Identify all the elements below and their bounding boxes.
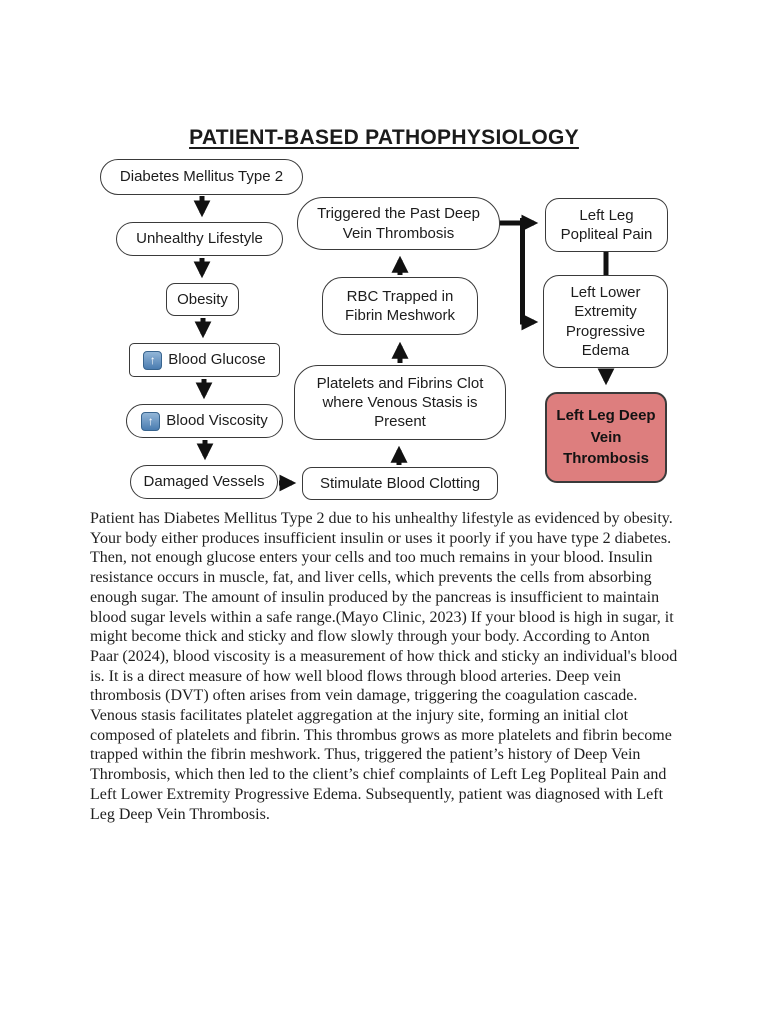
node-label: Left Leg Popliteal Pain [560,206,653,243]
node-label: Obesity [177,290,228,308]
node-triggered-past-dvt: Triggered the Past Deep Vein Thrombosis [297,197,500,250]
node-label: Platelets and Fibrins Clot where Venous … [316,374,484,431]
node-blood-glucose: ↑ Blood Glucose [129,343,280,377]
up-arrow-icon: ↑ [141,411,161,431]
node-label: Diabetes Mellitus Type 2 [119,168,284,186]
node-left-leg-popliteal-pain: Left Leg Popliteal Pain [545,198,668,252]
node-diabetes-mellitus: Diabetes Mellitus Type 2 [100,159,303,195]
page-title: PATIENT-BASED PATHOPHYSIOLOGY [189,126,579,149]
node-label: Damaged Vessels [143,473,265,491]
node-left-lower-extremity-edema: Left Lower Extremity Progressive Edema [543,275,668,368]
node-label: Blood Glucose [168,351,266,369]
node-left-leg-dvt-diagnosis: Left Leg Deep Vein Thrombosis [545,392,667,483]
node-label: Unhealthy Lifestyle [136,230,263,248]
up-arrow-icon: ↑ [143,350,163,370]
node-blood-viscosity: ↑ Blood Viscosity [126,404,283,438]
node-rbc-trapped: RBC Trapped in Fibrin Meshwork [322,277,478,335]
node-label: RBC Trapped in Fibrin Meshwork [344,287,456,324]
node-label: Triggered the Past Deep Vein Thrombosis [317,205,480,242]
node-stimulate-clotting: Stimulate Blood Clotting [302,467,498,500]
node-label: Blood Viscosity [166,412,268,430]
node-platelets-fibrins-clot: Platelets and Fibrins Clot where Venous … [294,365,506,440]
node-unhealthy-lifestyle: Unhealthy Lifestyle [116,222,283,256]
node-label: Left Leg Deep Vein Thrombosis [556,406,656,468]
node-damaged-vessels: Damaged Vessels [130,465,278,499]
pathophysiology-paragraph: Patient has Diabetes Mellitus Type 2 due… [90,510,678,823]
node-obesity: Obesity [166,283,239,316]
node-label: Stimulate Blood Clotting [319,474,481,492]
node-label: Left Lower Extremity Progressive Edema [565,284,646,359]
